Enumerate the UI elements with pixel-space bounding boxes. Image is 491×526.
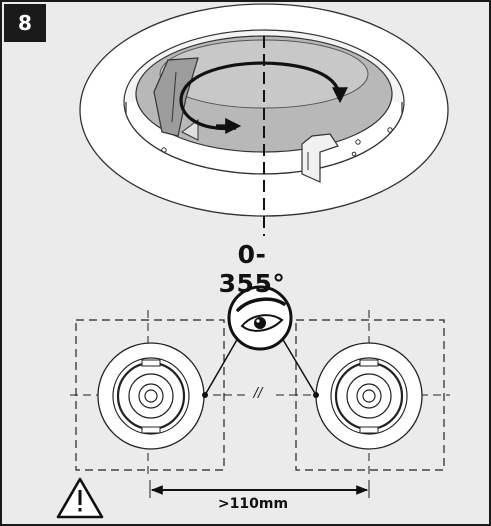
rotate-arrow-icon [179,61,348,134]
minimum-distance-label: >110mm [217,496,289,512]
step-number-badge: 8 [4,4,46,42]
distance-dimension [149,480,370,498]
warning-triangle-icon [56,477,104,519]
mount-ring-illustration [79,3,449,236]
break-mark-label: // [245,386,271,401]
sight-lines [202,337,319,398]
rotation-angle-label: 0-355° [218,240,286,298]
eye-icon [227,285,293,351]
camera-left [70,310,230,478]
